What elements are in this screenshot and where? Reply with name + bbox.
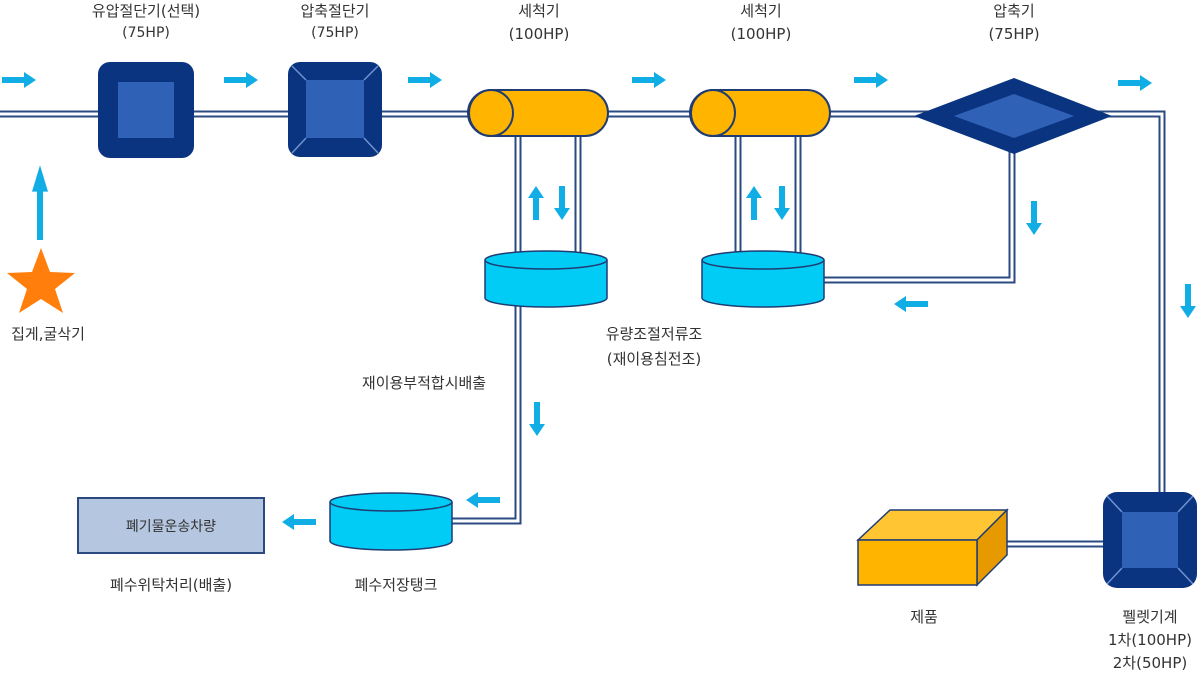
washer1-title: 세척기 (518, 2, 559, 20)
waste-vehicle-box: 폐기물운송차량 (77, 497, 265, 554)
arrow-right-icon (2, 72, 36, 88)
reuse-discharge-label: 재이용부적합시배출 (362, 374, 486, 392)
flow-tank-label-2: (재이용침전조) (607, 350, 702, 368)
pipe-network (0, 110, 1166, 548)
arrow-down-icon (529, 402, 545, 436)
arrow-right-icon (1118, 75, 1152, 91)
compressor-hp: (75HP) (988, 25, 1039, 43)
washer2-tank-pipes (734, 135, 802, 255)
pellet-label-2: 1차(100HP) (1108, 631, 1192, 649)
arrow-right-icon (224, 72, 258, 88)
compressor-drain-pipe (822, 145, 1016, 284)
arrow-down-icon (774, 186, 790, 220)
arrow-left-icon (466, 492, 500, 508)
product-box (856, 508, 1009, 587)
washer2-machine (689, 89, 831, 137)
washer1-machine (467, 89, 609, 137)
flow-control-tank-1 (484, 250, 608, 308)
arrow-left-icon (282, 514, 316, 530)
washer1-hp: (100HP) (509, 25, 570, 43)
compressor-machine (914, 78, 1112, 154)
product-label: 제품 (910, 608, 938, 626)
shredder-hp: (75HP) (122, 25, 170, 41)
pellet-label-3: 2차(50HP) (1113, 654, 1187, 672)
arrow-right-icon (854, 72, 888, 88)
wastewater-storage-tank (329, 492, 453, 551)
discharge-pipe (452, 306, 522, 525)
washer2-hp: (100HP) (731, 25, 792, 43)
consignment-label: 폐수위탁처리(배출) (110, 576, 232, 594)
arrow-up-icon (32, 165, 48, 240)
arrow-up-icon (528, 186, 544, 220)
arrow-down-icon (1026, 201, 1042, 235)
arrow-up-icon (746, 186, 762, 220)
vehicle-label: 폐기물운송차량 (126, 519, 216, 535)
pellet-machine (1103, 492, 1197, 588)
pellet-label-1: 펠렛기계 (1122, 608, 1177, 626)
star-icon (7, 248, 75, 313)
cutter-hp: (75HP) (311, 25, 359, 41)
collection-label: 집게,굴삭기 (11, 325, 85, 343)
washer2-title: 세척기 (740, 2, 781, 20)
compressor-title: 압축기 (993, 2, 1034, 20)
arrow-left-icon (894, 296, 928, 312)
arrow-down-icon (1180, 284, 1196, 318)
arrow-down-icon (554, 186, 570, 220)
cutter-title: 압축절단기 (300, 2, 369, 20)
shredder-title: 유압절단기(선택) (92, 2, 200, 20)
hydraulic-cutter-machine (98, 62, 194, 158)
compression-cutter-machine (288, 62, 382, 157)
washer1-tank-pipes (514, 135, 582, 255)
flow-tank-label-1: 유량조절저류조 (606, 325, 703, 343)
wastewater-tank-label: 폐수저장탱크 (355, 576, 438, 594)
arrow-right-icon (408, 72, 442, 88)
flow-control-tank-2 (701, 250, 825, 308)
arrow-right-icon (632, 72, 666, 88)
